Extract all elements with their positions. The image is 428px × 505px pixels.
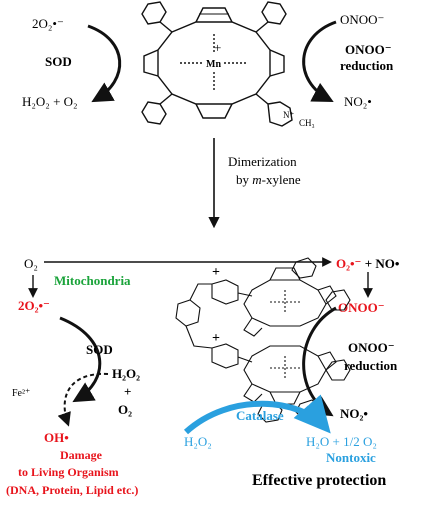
bottom-onoo-reduction-line2: reduction (344, 358, 398, 373)
hydroxyl-radical: OH• (44, 430, 69, 445)
bottom-o2: O₂ (118, 402, 132, 417)
bottom-sod-arrow (59, 316, 102, 403)
top-superoxide-label: 2O₂•⁻ (32, 16, 64, 31)
catalase-arrow (183, 394, 331, 435)
effective-protection-label: Effective protection (252, 472, 386, 489)
dimerization-line2: by m-xylene (236, 172, 301, 187)
iron-label: Fe²⁺ (12, 388, 30, 399)
bottom-onoo: ONOO⁻ (338, 300, 385, 315)
bottom-onoo-reduction-line1: ONOO⁻ (348, 340, 395, 355)
dimer-charge-lower: + (212, 331, 220, 346)
bottom-h2o2: H₂O₂ (112, 366, 140, 381)
bottom-oxygen: O₂ (24, 256, 38, 271)
top-methyl: CH₃ (299, 118, 315, 128)
nontoxic-label: Nontoxic (326, 450, 376, 465)
catalase-substrate: H₂O₂ (184, 434, 212, 449)
dimer-charge-upper: + (212, 265, 220, 280)
top-no2-label: NO₂• (344, 94, 372, 109)
mn-porphyrin-monomer (141, 1, 293, 127)
bottom-sod-label: SOD (86, 342, 113, 357)
mitochondria-label: Mitochondria (54, 273, 131, 288)
damage-line2: to Living Organism (18, 465, 119, 479)
bottom-superoxide: 2O₂•⁻ (18, 298, 50, 313)
bottom-onoo-arrow (302, 306, 337, 417)
top-sod-label: SOD (45, 54, 72, 69)
top-onoo-arrow (302, 20, 337, 102)
bottom-plus: + (124, 384, 131, 399)
catalase-products: H₂O + 1/2 O₂ (306, 434, 377, 449)
top-mn-charge: + (214, 40, 221, 55)
top-peroxynitrite-label: ONOO⁻ (340, 12, 384, 27)
mn-porphyrin-dimer (175, 257, 351, 423)
damage-line3: (DNA, Protein, Lipid etc.) (6, 483, 138, 497)
top-pyridinium-n: N⁺ (283, 110, 294, 120)
fenton-arrow (57, 372, 109, 427)
superoxide-no-label: O₂•⁻ + NO• (336, 256, 400, 271)
dimerization-line1: Dimerization (228, 154, 297, 169)
bottom-no2: NO₂• (340, 406, 368, 421)
catalase-label: Catalase (236, 408, 284, 423)
top-mn-center: Mn (206, 59, 221, 70)
top-onoo-reduction-line2: reduction (340, 58, 394, 73)
top-onoo-reduction-line1: ONOO⁻ (345, 42, 392, 57)
top-sod-arrow (87, 24, 122, 103)
top-sod-products: H₂O₂ + O₂ (22, 94, 78, 109)
damage-line1: Damage (60, 448, 103, 462)
